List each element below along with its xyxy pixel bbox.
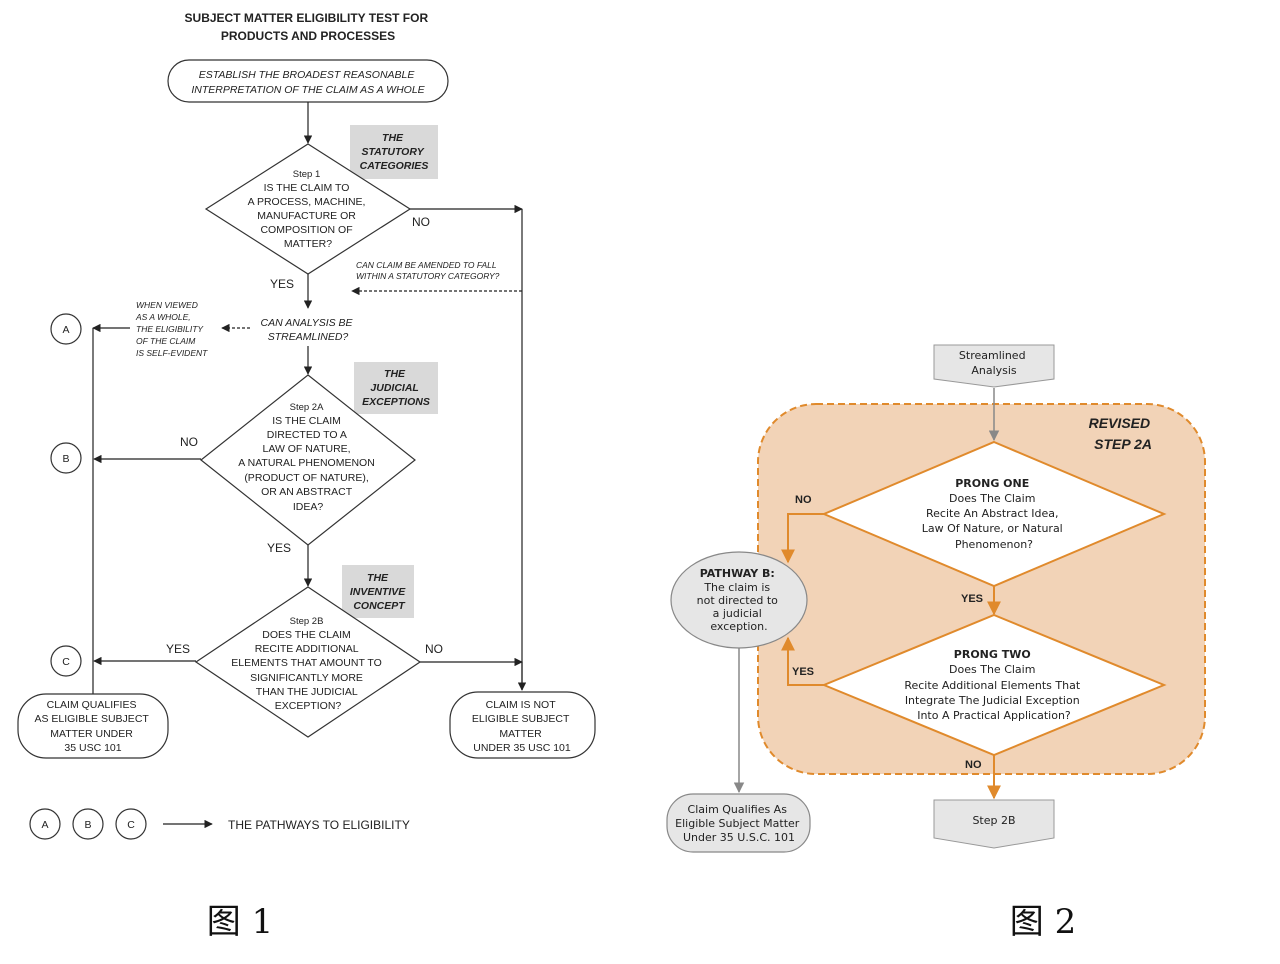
start-text: ESTABLISH THE BROADEST REASONABLE INTERP… [191, 69, 425, 96]
step2a-text: Step 2A IS THE CLAIM DIRECTED TO A LAW O… [238, 401, 377, 513]
figure2: REVISED STEP 2A Streamlined Analysis PRO… [666, 344, 1206, 942]
step2b-diamond [194, 586, 422, 738]
pathway-c-label: C [62, 656, 70, 668]
arrow-prong-one-no [781, 513, 824, 564]
eligible-text: CLAIM QUALIFIES AS ELIGIBLE SUBJECT MATT… [34, 699, 151, 754]
streamline-question: CAN ANALYSIS BE STREAMLINED? [261, 317, 356, 343]
arrow-prong-two-yes [781, 636, 824, 686]
legend-a-circle [29, 808, 61, 840]
label-p1-yes: YES [961, 593, 983, 605]
pathway-b-text: PATHWAY B: The claim is not directed to … [697, 567, 782, 633]
label-p2-no: NO [965, 759, 982, 771]
step2b-box-text: Step 2B [972, 814, 1015, 827]
qualifies-text: Claim Qualifies As Eligible Subject Matt… [675, 803, 803, 844]
legend-b-circle [72, 808, 104, 840]
tag-statutory-text: THE STATUTORY CATEGORIES [360, 132, 429, 172]
tag-judicial [354, 362, 438, 414]
legend-text: THE PATHWAYS TO ELIGIBILITY [228, 818, 410, 832]
label-yes2a: YES [267, 541, 291, 555]
pathway-a-circle [50, 313, 82, 345]
pathway-b-circle [50, 442, 82, 474]
tag-judicial-text: THE JUDICIAL EXCEPTIONS [362, 368, 430, 408]
tag-statutory [350, 125, 438, 179]
label-no1: NO [412, 215, 430, 229]
tag-inventive [342, 565, 414, 618]
label-no2b: NO [425, 642, 443, 656]
step2b-text: Step 2B DOES THE CLAIM RECITE ADDITIONAL… [231, 615, 384, 712]
amend-note: CAN CLAIM BE AMENDED TO FALL WITHIN A ST… [356, 260, 500, 281]
legend-a-label: A [41, 819, 48, 831]
revised-label: REVISED STEP 2A [1089, 415, 1154, 452]
pathway-b-label: B [62, 453, 69, 465]
not-eligible-text: CLAIM IS NOT ELIGIBLE SUBJECT MATTER UND… [472, 699, 572, 754]
step2b-box [933, 799, 1055, 849]
qualifies-terminal [666, 793, 811, 853]
legend-b-label: B [84, 819, 91, 831]
legend-c-label: C [127, 819, 135, 831]
label-p1-no: NO [795, 494, 812, 506]
fig1-caption: 图 1 [207, 902, 273, 942]
pathway-c-circle [50, 645, 82, 677]
streamlined-text: Streamlined Analysis [959, 349, 1029, 377]
label-yes2b: YES [166, 642, 190, 656]
fig2-caption: 图 2 [1010, 902, 1076, 942]
prong-two-text: PRONG TWO Does The Claim Recite Addition… [904, 648, 1083, 722]
streamlined-box [933, 344, 1055, 388]
figure1: SUBJECT MATTER ELIGIBILITY TEST FOR PROD… [17, 11, 596, 942]
label-p2-yes: YES [792, 666, 814, 678]
pathway-a-label: A [62, 324, 69, 336]
not-eligible-terminal [449, 691, 596, 759]
step1-text: Step 1 IS THE CLAIM TO A PROCESS, MACHIN… [248, 168, 369, 250]
whole-note: WHEN VIEWED AS A WHOLE, THE ELIGIBILITY … [135, 300, 208, 358]
prong-one-text: PRONG ONE Does The Claim Recite An Abstr… [922, 477, 1067, 551]
fig1-title: SUBJECT MATTER ELIGIBILITY TEST FOR PROD… [185, 11, 432, 43]
legend-c-circle [115, 808, 147, 840]
label-yes1: YES [270, 277, 294, 291]
eligible-terminal [17, 693, 169, 759]
label-no2a: NO [180, 435, 198, 449]
tag-inventive-text: THE INVENTIVE CONCEPT [350, 572, 408, 612]
